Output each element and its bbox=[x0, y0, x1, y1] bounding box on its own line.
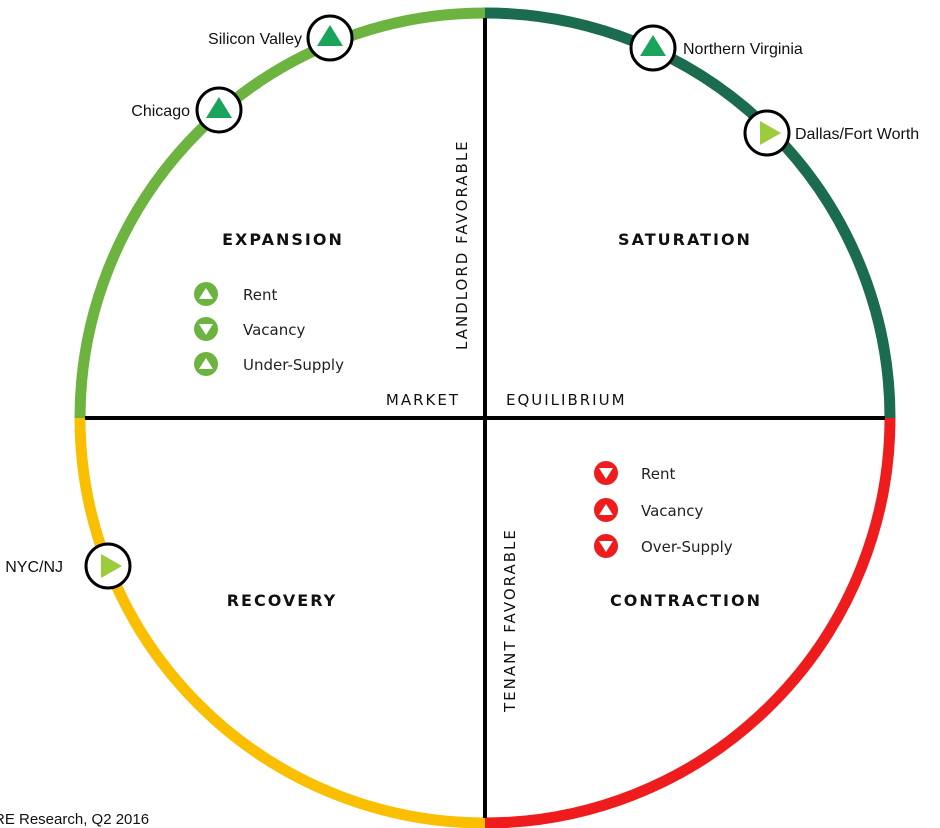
indicator-label: Under-Supply bbox=[243, 356, 344, 374]
market-marker-dallas-fort-worth: Dallas/Fort Worth bbox=[743, 109, 919, 157]
ring-expansion bbox=[74, 7, 486, 419]
axis-label-equilibrium: EQUILIBRIUM bbox=[506, 391, 627, 409]
ring-saturation bbox=[484, 7, 896, 419]
right-triangle-icon bbox=[101, 554, 122, 578]
market-marker-northern-virginia: Northern Virginia bbox=[629, 24, 803, 72]
right-triangle-icon bbox=[760, 121, 781, 145]
indicator-label: Vacancy bbox=[243, 321, 305, 339]
axis-label-landlord-favorable: LANDLORD FAVORABLE bbox=[453, 139, 471, 350]
indicator-label: Vacancy bbox=[641, 502, 703, 520]
indicator-down-icon bbox=[194, 317, 218, 341]
market-marker-silicon-valley: Silicon Valley bbox=[208, 14, 354, 62]
up-triangle-icon bbox=[206, 97, 232, 118]
market-label: Northern Virginia bbox=[683, 41, 803, 58]
market-label: Chicago bbox=[131, 103, 190, 120]
market-label: NYC/NJ bbox=[5, 559, 63, 576]
market-marker-nyc-nj: NYC/NJ bbox=[5, 542, 132, 590]
ring-contraction bbox=[484, 417, 896, 828]
ring-recovery bbox=[74, 417, 486, 828]
indicator-label: Rent bbox=[243, 286, 277, 304]
contraction-indicators: Rent Vacancy Over-Supply bbox=[594, 461, 733, 558]
up-triangle-icon bbox=[640, 35, 666, 56]
up-triangle-icon bbox=[317, 25, 343, 46]
indicator-label: Rent bbox=[641, 465, 675, 483]
quadrant-title-recovery: RECOVERY bbox=[227, 591, 338, 610]
market-marker-chicago: Chicago bbox=[131, 86, 243, 134]
indicator-up-icon bbox=[194, 282, 218, 306]
source-note: RE Research, Q2 2016 bbox=[0, 811, 149, 828]
market-label: Silicon Valley bbox=[208, 31, 302, 48]
quadrant-title-contraction: CONTRACTION bbox=[610, 591, 762, 610]
axis-label-tenant-favorable: TENANT FAVORABLE bbox=[501, 528, 519, 713]
indicator-label: Over-Supply bbox=[641, 538, 733, 556]
indicator-down-icon bbox=[594, 534, 618, 558]
quadrant-title-expansion: EXPANSION bbox=[222, 230, 344, 249]
indicator-down-icon bbox=[594, 461, 618, 485]
expansion-indicators: Rent Vacancy Under-Supply bbox=[194, 282, 344, 376]
indicator-up-icon bbox=[594, 498, 618, 522]
indicator-up-icon bbox=[194, 352, 218, 376]
market-label: Dallas/Fort Worth bbox=[795, 126, 919, 143]
quadrant-title-saturation: SATURATION bbox=[618, 230, 752, 249]
axis-label-market: MARKET bbox=[386, 391, 460, 409]
